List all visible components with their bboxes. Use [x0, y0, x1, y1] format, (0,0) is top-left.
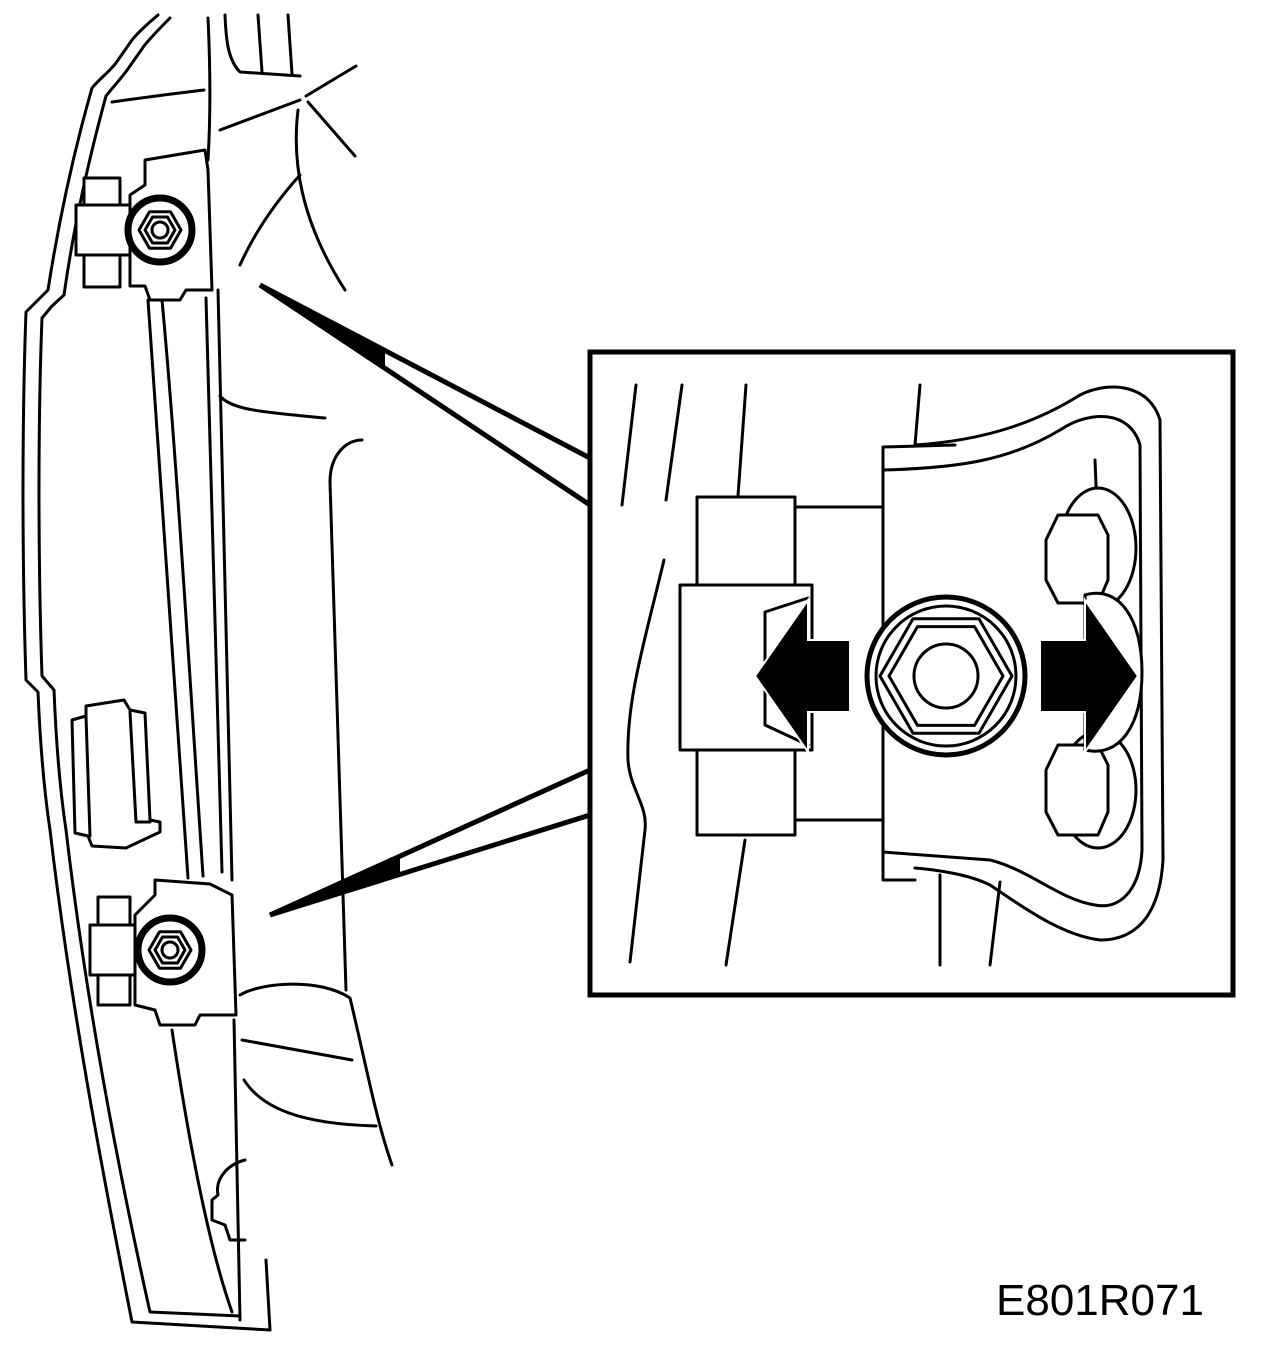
housing-inner-edge — [37, 16, 242, 1318]
body-panel-line — [110, 88, 206, 104]
rim-line — [216, 288, 234, 882]
inset-body-line — [913, 383, 922, 447]
rim-line — [264, 1258, 272, 1332]
rim-line — [204, 296, 224, 874]
body-panel-line — [223, 13, 302, 78]
detail-leader-lower — [268, 766, 593, 918]
connector-detail — [84, 714, 92, 838]
arrow-left-icon — [753, 596, 851, 756]
bolt-head-icon — [1044, 486, 1138, 610]
inset-body-line — [626, 558, 666, 964]
rim-line — [146, 298, 190, 880]
body-panel-line — [218, 394, 327, 420]
inset-body-line — [664, 383, 684, 502]
clip-upper — [96, 895, 132, 927]
clip-middle — [74, 203, 132, 257]
body-panel-line — [328, 438, 364, 992]
rim-line — [170, 1028, 234, 1314]
clip-lower — [96, 973, 132, 1007]
body-panel-line — [286, 13, 294, 76]
inset-body-line — [988, 880, 1002, 967]
clip-lower — [82, 253, 122, 289]
connector-body — [70, 698, 162, 850]
inset-body-line — [724, 838, 747, 967]
detail-leader-upper — [258, 282, 593, 510]
hex-nut-icon — [124, 194, 196, 266]
body-panel-line — [306, 100, 357, 158]
clip-upper — [82, 176, 122, 208]
headlamp-housing — [21, 13, 394, 1332]
inset-body-line — [620, 383, 638, 507]
upper-mounting-bracket — [74, 148, 214, 302]
housing-outer-edge — [21, 13, 272, 1332]
body-panel-line — [242, 1078, 378, 1128]
body-panel-line — [294, 108, 347, 292]
mounting-tab — [210, 1158, 247, 1242]
body-panel-line — [238, 982, 394, 1167]
arrow-right-icon — [1039, 596, 1140, 756]
rim-line — [160, 298, 205, 878]
body-panel-line — [256, 13, 264, 74]
connector-detail — [128, 710, 152, 824]
rim-line — [232, 1018, 242, 1322]
bolt-head-icon — [1044, 730, 1138, 850]
inset-body-line — [736, 383, 748, 498]
inset-contents — [620, 383, 1165, 967]
clip-middle — [88, 923, 137, 977]
body-panel-line — [240, 1038, 354, 1062]
body-panel-line — [218, 98, 302, 132]
mount-middle-contour — [881, 415, 1144, 908]
body-panel-line — [238, 173, 302, 267]
electrical-connector — [70, 698, 162, 850]
rim-line — [206, 16, 212, 162]
lower-mounting-bracket — [88, 878, 238, 1027]
figure-code: E801R071 — [996, 1276, 1204, 1325]
mount-outer-contour — [913, 385, 1165, 942]
hex-nut-icon — [134, 914, 206, 986]
body-panel-line — [304, 64, 358, 98]
adjustment-nut-icon — [864, 594, 1028, 758]
detail-inset — [587, 349, 1236, 998]
